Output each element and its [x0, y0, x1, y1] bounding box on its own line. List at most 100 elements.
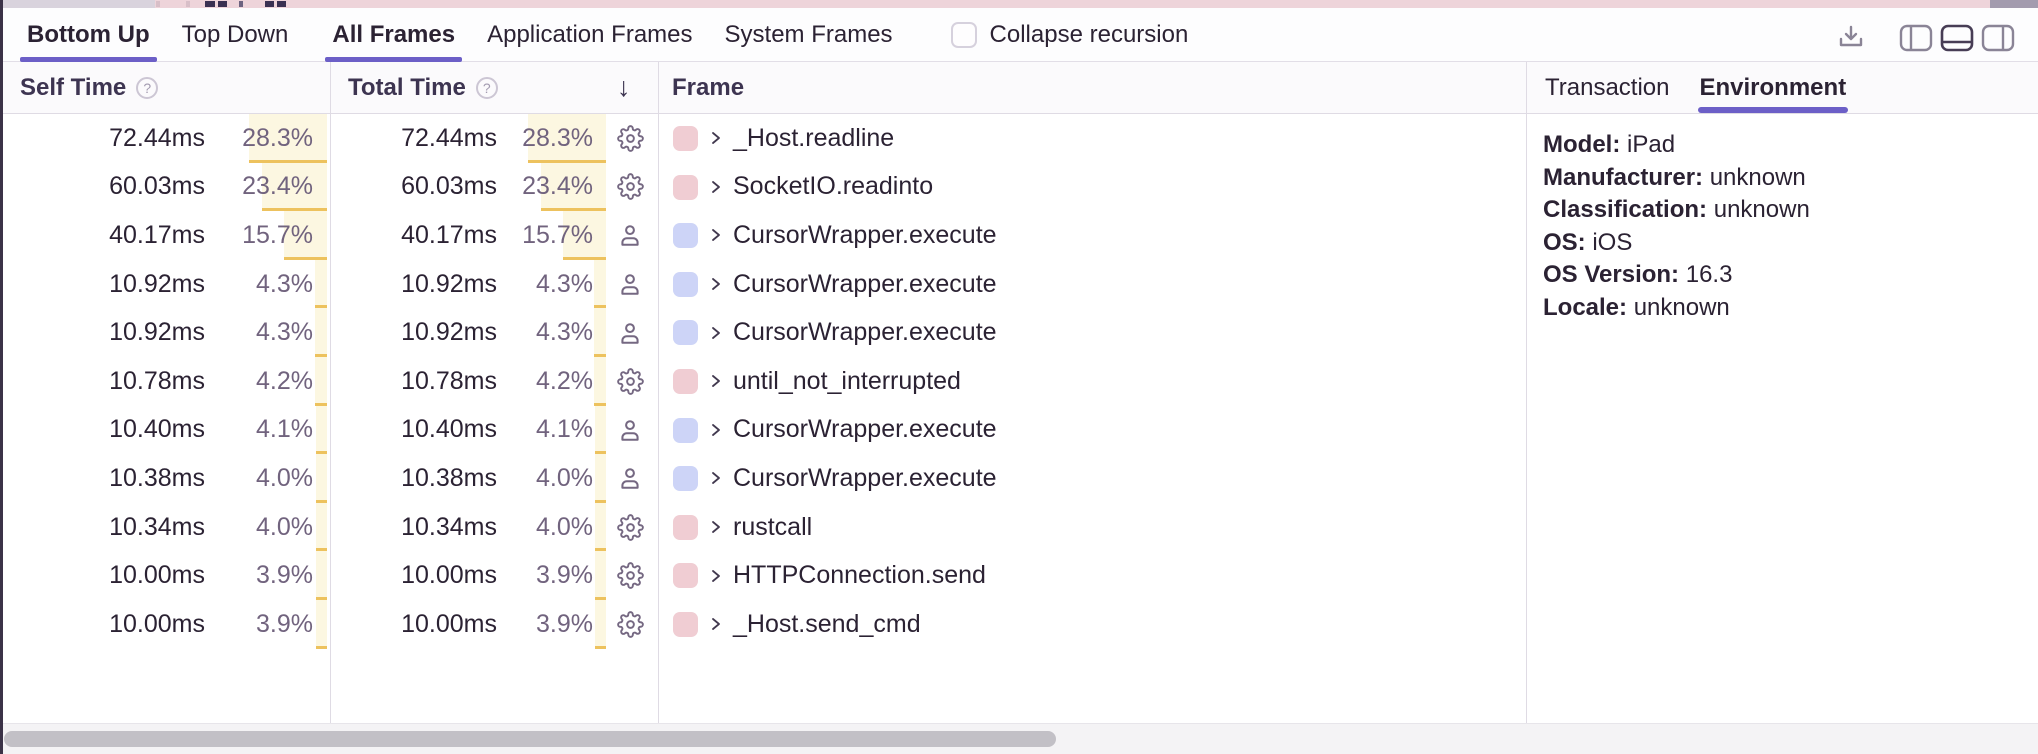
environment-value: iOS [1592, 228, 1633, 256]
minimap-frame-mark [186, 1, 190, 7]
environment-value: 16.3 [1685, 261, 1733, 288]
chevron-right-icon[interactable] [706, 600, 726, 649]
environment-row: Locale: unknown [1527, 292, 2038, 325]
total-time-percent: 28.3% [522, 123, 593, 152]
environment-row: Manufacturer: unknown [1527, 162, 2038, 195]
minimap-frame-mark [239, 1, 243, 7]
tab-transaction[interactable]: Transaction [1545, 73, 1670, 101]
horizontal-scrollbar-thumb[interactable] [4, 731, 1056, 747]
self-time-percent: 28.3% [242, 123, 313, 152]
total-time-value: 10.78ms [401, 366, 497, 395]
chevron-right-icon[interactable] [706, 211, 726, 260]
frame-name: SocketIO.readinto [733, 172, 934, 201]
column-header-frame[interactable]: Frame [672, 62, 744, 113]
environment-row: Classification: unknown [1527, 194, 2038, 227]
chevron-right-icon[interactable] [706, 114, 726, 163]
frame-name: CursorWrapper.execute [733, 415, 997, 444]
total-time-value: 10.00ms [401, 609, 497, 638]
frame-label: Frame [672, 73, 745, 101]
panel-left-icon[interactable] [1897, 21, 1935, 55]
frame-color-swatch-system [673, 126, 698, 151]
minimap-segment-left [0, 0, 155, 8]
tab-all-frames[interactable]: All Frames [325, 8, 462, 62]
self-time-percent-bar [316, 599, 327, 649]
self-time-percent: 4.3% [256, 269, 313, 298]
total-time-percent-bar [594, 259, 606, 309]
self-time-percent-bar [315, 259, 327, 309]
chevron-right-icon[interactable] [706, 551, 726, 600]
total-time-percent-bar [527, 114, 606, 163]
horizontal-scrollbar-track[interactable] [0, 723, 2038, 754]
chevron-right-icon[interactable] [706, 503, 726, 552]
chevron-right-icon[interactable] [706, 163, 726, 212]
chevron-right-icon[interactable] [706, 260, 726, 309]
gear-icon [612, 600, 648, 649]
help-icon[interactable]: ? [475, 76, 498, 99]
frame-color-swatch-application [673, 320, 698, 346]
self-time-percent: 4.2% [256, 366, 313, 395]
self-time-percent: 4.0% [256, 512, 313, 541]
tab-top-down[interactable]: Top Down [181, 20, 289, 48]
tab-application-frames[interactable]: Application Frames [487, 20, 693, 48]
self-time-value: 40.17ms [109, 220, 205, 249]
chevron-right-icon[interactable] [706, 357, 726, 406]
frame-name: until_not_interrupted [733, 366, 961, 395]
self-time-label: Self Time [20, 73, 127, 101]
environment-label: Classification: [1543, 196, 1714, 223]
tab-system-frames[interactable]: System Frames [724, 20, 893, 48]
panel-bottom-icon[interactable] [1938, 21, 1976, 55]
chevron-right-icon[interactable] [706, 406, 726, 455]
tab-environment[interactable]: Environment [1697, 62, 1849, 113]
tab-bottom-up[interactable]: Bottom Up [20, 8, 157, 62]
frame-color-swatch-application [673, 466, 698, 492]
column-header-self-time[interactable]: Self Time ? [20, 62, 159, 113]
frame-name: CursorWrapper.execute [733, 463, 997, 492]
total-time-percent: 4.3% [536, 318, 593, 347]
self-time-value: 10.00ms [109, 609, 205, 638]
self-time-percent: 4.1% [256, 415, 313, 444]
gear-icon [612, 551, 648, 600]
environment-row: OS: iOS [1527, 227, 2038, 260]
help-icon[interactable]: ? [136, 76, 159, 99]
total-time-percent: 4.2% [536, 366, 593, 395]
user-icon [612, 308, 648, 357]
self-time-percent-bar [283, 211, 327, 260]
environment-row: Model: iPad [1527, 129, 2038, 162]
details-panel-tabs: Transaction Environment [1527, 62, 2038, 114]
chevron-right-icon[interactable] [706, 454, 726, 503]
column-header-total-time[interactable]: Total Time ? [348, 62, 498, 113]
window-left-edge [0, 0, 3, 754]
collapse-recursion-control[interactable]: Collapse recursion [950, 8, 1189, 61]
frame-color-swatch-system [673, 611, 698, 637]
user-icon [612, 260, 648, 309]
self-time-value: 72.44ms [109, 123, 205, 152]
self-time-percent-bar [315, 356, 327, 406]
collapse-recursion-label[interactable]: Collapse recursion [989, 20, 1189, 48]
frame-color-swatch-application [673, 271, 698, 297]
total-time-percent-bar [541, 162, 606, 212]
total-time-value: 10.92ms [401, 318, 497, 347]
sort-desc-icon[interactable]: ↓ [617, 72, 631, 102]
chevron-right-icon[interactable] [706, 308, 726, 357]
total-time-percent-bar [595, 551, 606, 600]
panel-right-icon[interactable] [1979, 21, 2017, 55]
frame-name: HTTPConnection.send [733, 561, 986, 590]
gear-icon [612, 357, 648, 406]
minimap-strip[interactable] [0, 0, 2038, 8]
total-time-percent: 3.9% [536, 609, 593, 638]
frame-color-swatch-system [673, 368, 698, 394]
download-icon[interactable] [1832, 21, 1870, 55]
collapse-recursion-checkbox[interactable] [950, 21, 977, 48]
